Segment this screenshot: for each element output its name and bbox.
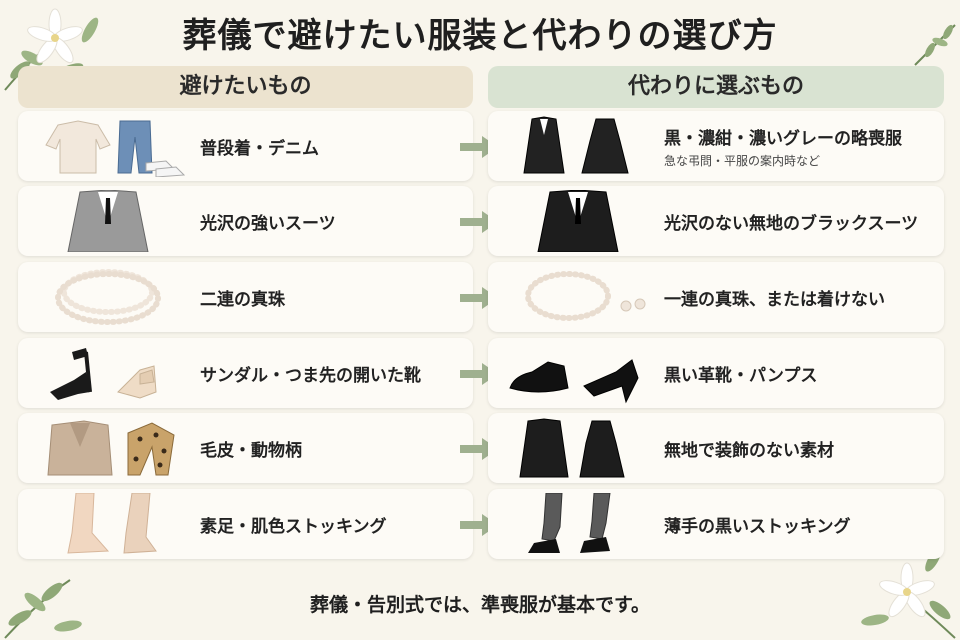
casual-clothes-icon xyxy=(45,120,186,177)
avoid-card-fur: 毛皮・動物柄 xyxy=(18,413,473,483)
fur-coat-leopard-scarf-icon xyxy=(47,420,175,476)
alternative-label: 黒い革靴・パンプス xyxy=(664,365,818,386)
black-stockings-icon xyxy=(528,493,611,553)
alternative-column-header: 代わりに選ぶもの xyxy=(488,66,944,108)
avoid-label: 素足・肌色ストッキング xyxy=(200,516,387,537)
shiny-suit-icon xyxy=(67,190,149,252)
lily-flower-icon xyxy=(4,8,99,91)
avoid-label: 二連の真珠 xyxy=(200,289,285,310)
alternative-card-black-stockings: 薄手の黒いストッキング xyxy=(488,489,944,559)
alternative-card-black-shoes: 黒い革靴・パンプス xyxy=(488,338,944,408)
black-suit-dress-icon xyxy=(523,116,629,174)
alternative-label: 一連の真珠、または着けない xyxy=(664,289,885,310)
leaf-sprig-icon xyxy=(914,24,956,66)
alternative-label: 無地で装飾のない素材 xyxy=(664,440,834,461)
avoid-card-bare-feet: 素足・肌色ストッキング xyxy=(18,489,473,559)
leaf-sprig-icon xyxy=(4,579,82,639)
avoid-card-shiny-suit: 光沢の強いスーツ xyxy=(18,186,473,256)
sandals-icon xyxy=(50,348,157,400)
avoid-card-sandals: サンダル・つま先の開いた靴 xyxy=(18,338,473,408)
single-pearl-necklace-icon xyxy=(525,271,646,321)
plain-black-jacket-dress-icon xyxy=(519,418,625,478)
avoid-label: サンダル・つま先の開いた靴 xyxy=(200,365,421,386)
alternative-note: 急な弔問・平服の案内時など xyxy=(664,153,821,168)
lily-flower-icon xyxy=(861,548,956,639)
avoid-label: 毛皮・動物柄 xyxy=(200,440,302,461)
alternative-card-mourning-wear: 黒・濃紺・濃いグレーの略喪服 急な弔問・平服の案内時など xyxy=(488,111,944,181)
alternative-card-single-pearl: 一連の真珠、または着けない xyxy=(488,262,944,332)
black-leather-shoes-icon xyxy=(509,359,639,404)
page-title: 葬儀で避けたい服装と代わりの選び方 xyxy=(182,16,778,56)
alternative-label: 光沢のない無地のブラックスーツ xyxy=(664,213,919,234)
alternative-label: 黒・濃紺・濃いグレーの略喪服 xyxy=(664,128,902,149)
avoid-card-double-pearl: 二連の真珠 xyxy=(18,262,473,332)
avoid-column-header: 避けたいもの xyxy=(18,66,473,108)
avoid-card-casual: 普段着・デニム xyxy=(18,111,473,181)
alternative-card-black-suit: 光沢のない無地のブラックスーツ xyxy=(488,186,944,256)
footer-note: 葬儀・告別式では、準喪服が基本です。 xyxy=(309,594,651,616)
bare-legs-icon xyxy=(67,493,157,554)
black-suit-icon xyxy=(537,190,619,252)
avoid-label: 光沢の強いスーツ xyxy=(200,213,336,234)
alternative-label: 薄手の黒いストッキング xyxy=(664,516,851,537)
alternative-card-plain-material: 無地で装飾のない素材 xyxy=(488,413,944,483)
double-pearl-necklace-icon xyxy=(55,269,161,325)
avoid-label: 普段着・デニム xyxy=(200,138,319,159)
